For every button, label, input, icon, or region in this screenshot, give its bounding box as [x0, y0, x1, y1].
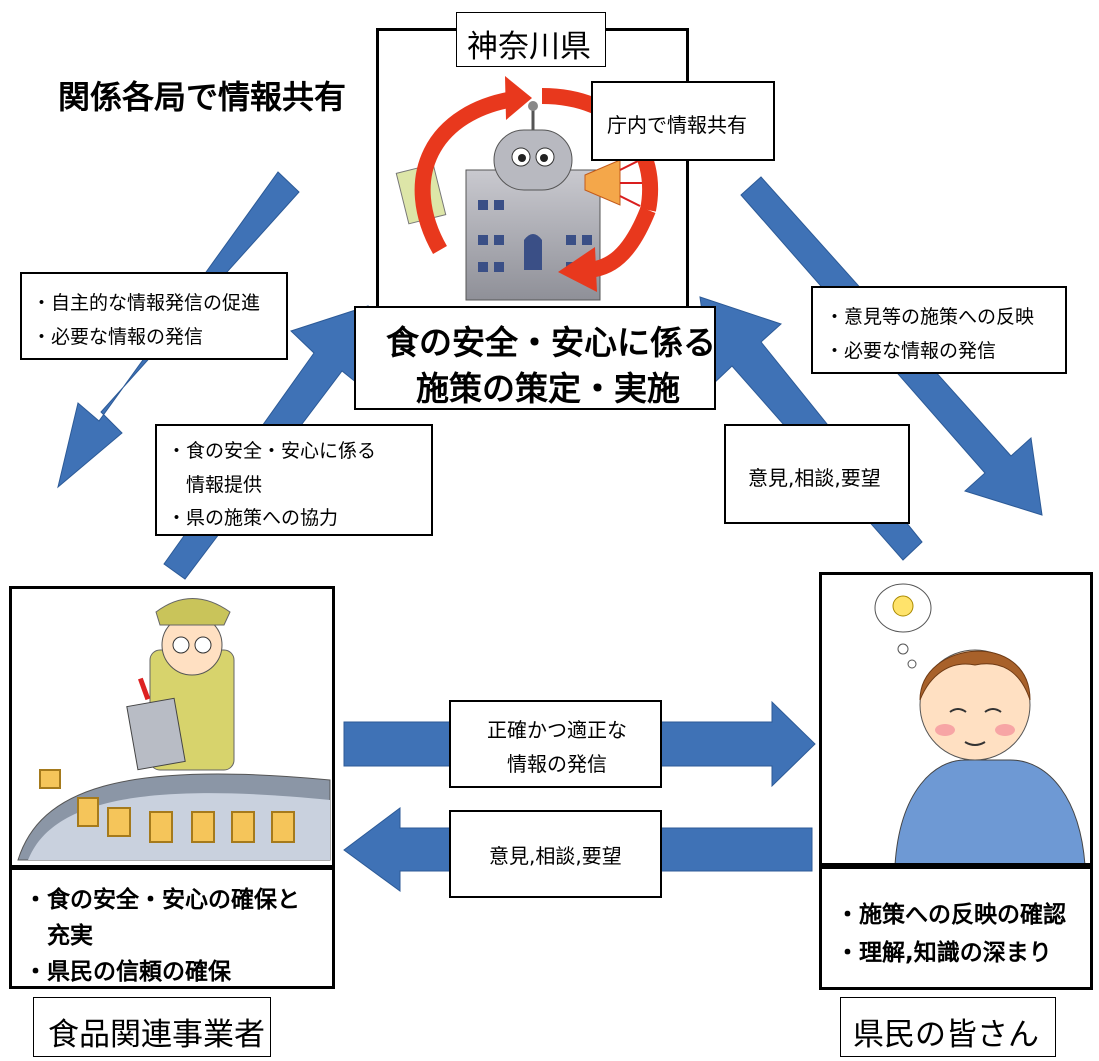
right-down-note-line-1: ・意見等の施策への反映	[825, 306, 1035, 328]
business-benefits-box: ・食の安全・安心の確保と 充実 ・県民の信頼の確保	[9, 867, 335, 989]
middle-left-note-box: 意見,相談,要望	[449, 810, 662, 898]
business-benefit-line-3: ・県民の信頼の確保	[24, 959, 231, 985]
business-benefit-line-1: ・食の安全・安心の確保と	[24, 887, 300, 913]
business-benefit-line-2: 充実	[24, 923, 93, 949]
arrow-kanagawa-to-business	[57, 171, 300, 489]
cycle-arrow-upper	[414, 90, 522, 254]
internal-share-box: 庁内で情報共有	[591, 81, 775, 161]
middle-right-note-box: 正確かつ適正な 情報の発信	[449, 700, 662, 788]
citizens-benefit-line-1: ・施策への反映の確認	[836, 902, 1066, 928]
cycle-arrowhead-lower	[558, 247, 597, 292]
citizens-benefit-line-2: ・理解,知識の深まり	[836, 940, 1052, 966]
middle-left-note: 意見,相談,要望	[489, 844, 622, 868]
citizens-label: 県民の皆さん	[853, 1017, 1039, 1053]
citizens-benefits-box: ・施策への反映の確認 ・理解,知識の深まり	[819, 866, 1093, 990]
citizen-illustration	[874, 583, 1086, 866]
left-down-note-line-2: ・必要な情報の発信	[32, 326, 204, 348]
business-up-note-line-2: 情報提供	[167, 474, 263, 496]
kanagawa-label: 神奈川県	[467, 29, 591, 65]
middle-right-note-line-2: 情報の発信	[507, 752, 607, 776]
citizen-up-note-box: 意見,相談,要望	[724, 424, 910, 524]
left-down-note-line-1: ・自主的な情報発信の促進	[32, 292, 261, 314]
cycle-arrowhead-upper	[505, 76, 532, 120]
business-up-note-line-3: ・県の施策への協力	[167, 507, 339, 529]
top-note: 関係各局で情報共有	[58, 78, 347, 116]
left-down-note-box: ・自主的な情報発信の促進 ・必要な情報の発信	[20, 272, 288, 360]
food-business-worker-illustration	[17, 598, 331, 861]
policy-line-1: 食の安全・安心に係る	[386, 323, 716, 362]
business-frame	[9, 586, 335, 868]
right-down-note-line-2: ・必要な情報の発信	[825, 340, 997, 362]
policy-box: 食の安全・安心に係る 施策の策定・実施	[354, 306, 716, 410]
citizens-frame	[819, 572, 1093, 866]
policy-line-2: 施策の策定・実施	[416, 369, 680, 408]
citizens-label-box: 県民の皆さん	[840, 997, 1056, 1057]
business-label-box: 食品関連事業者	[33, 997, 271, 1057]
kanagawa-frame	[376, 28, 689, 310]
internal-share-note: 庁内で情報共有	[607, 113, 747, 137]
middle-right-note-line-1: 正確かつ適正な	[487, 718, 627, 742]
citizen-up-note: 意見,相談,要望	[748, 466, 881, 490]
right-down-note-box: ・意見等の施策への反映 ・必要な情報の発信	[811, 286, 1067, 374]
kanagawa-label-box: 神奈川県	[456, 12, 606, 67]
business-up-note-line-1: ・食の安全・安心に係る	[167, 440, 377, 462]
business-label: 食品関連事業者	[48, 1017, 265, 1053]
business-up-note-box: ・食の安全・安心に係る 情報提供 ・県の施策への協力	[155, 424, 433, 536]
